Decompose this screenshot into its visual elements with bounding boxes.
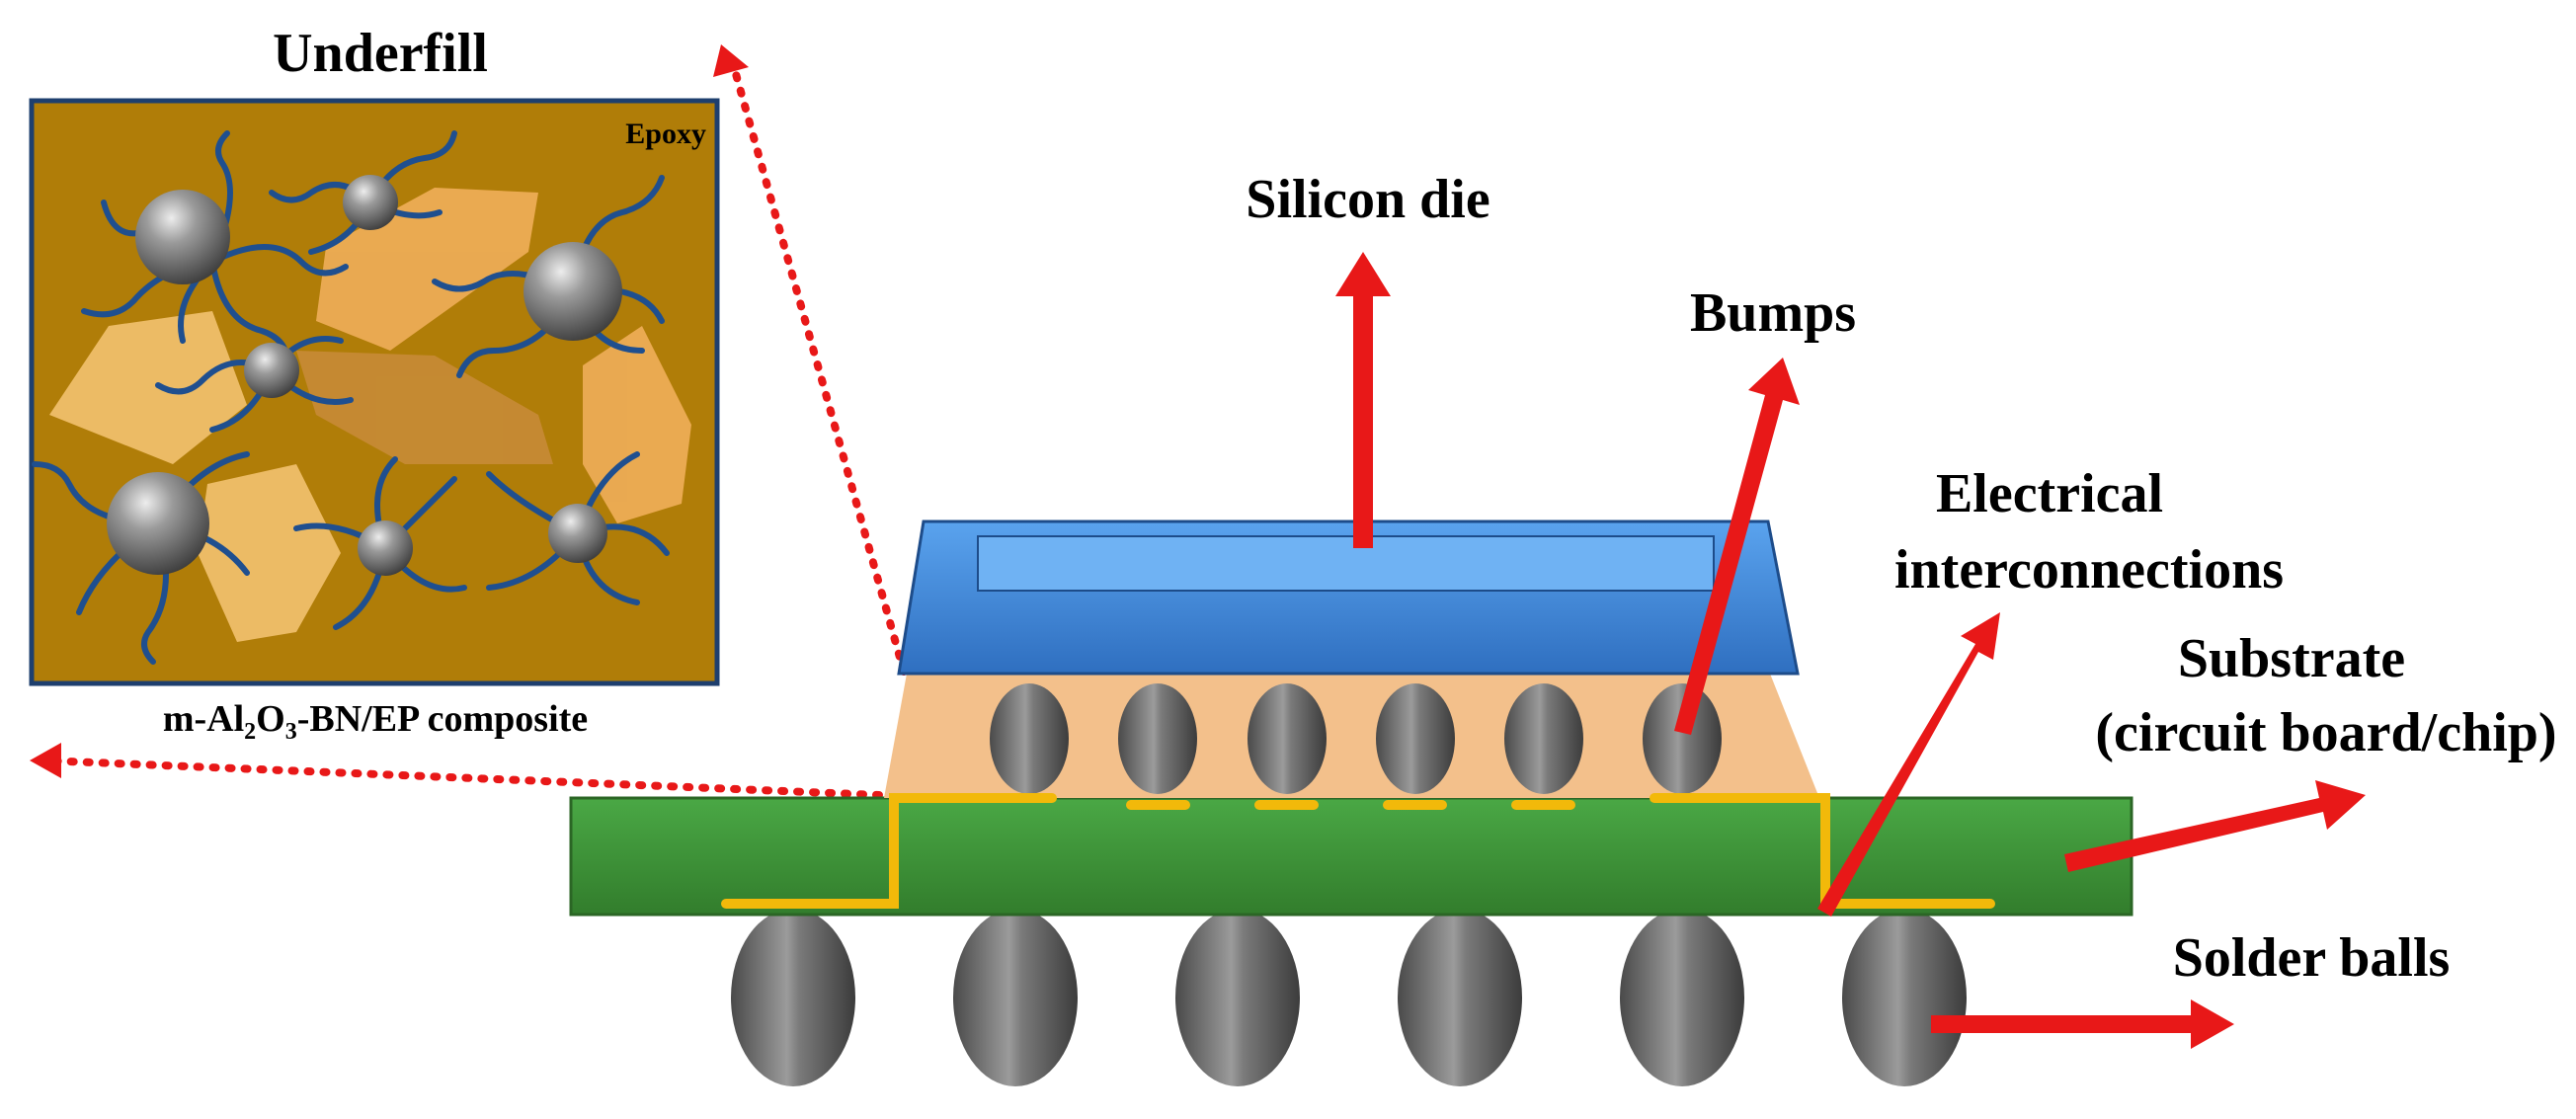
silicon-die xyxy=(897,520,1800,676)
bn-flake xyxy=(296,351,553,464)
label-silicon-die: Silicon die xyxy=(1246,169,1489,230)
solder-ball xyxy=(1175,909,1300,1086)
label-arrows xyxy=(1335,252,2366,1049)
label-solder-balls: Solder balls xyxy=(2173,927,2451,989)
bump xyxy=(1248,683,1327,794)
label-bumps: Bumps xyxy=(1690,282,1856,344)
callout-line-bottom xyxy=(40,757,883,799)
caption-sub-2: 2 xyxy=(244,719,256,745)
solder-ball xyxy=(731,909,855,1086)
arrow-substrate xyxy=(2064,780,2366,872)
bn-flake xyxy=(49,311,247,464)
bump xyxy=(990,683,1069,794)
caption-part: -BN/EP composite xyxy=(297,698,588,740)
underfill-title: Underfill xyxy=(273,23,488,84)
arrow-electrical xyxy=(1817,612,2000,917)
caption-sub-3: 3 xyxy=(285,719,297,745)
composite-caption: m-Al2O3-BN/EP composite xyxy=(163,698,588,745)
alumina-sphere xyxy=(548,504,607,563)
bump xyxy=(1376,683,1455,794)
underfill xyxy=(884,674,1819,798)
bumps xyxy=(990,683,1722,794)
caption-part: m-Al xyxy=(163,698,244,740)
label-substrate-line2: (circuit board/chip) xyxy=(2095,702,2556,763)
substrate xyxy=(569,796,2133,917)
solder-ball xyxy=(1842,909,1967,1086)
arrow-silicon-die xyxy=(1335,252,1391,548)
trace-left xyxy=(721,793,1057,909)
ligand xyxy=(209,244,349,277)
solder-ball xyxy=(1620,909,1744,1086)
solder-ball xyxy=(953,909,1078,1086)
electrical-traces xyxy=(721,793,1995,909)
bump xyxy=(1504,683,1583,794)
callout-head-top xyxy=(713,44,749,77)
callout-line-top xyxy=(725,45,908,676)
label-electrical-line1: Electrical xyxy=(1936,463,2163,524)
alumina-sphere xyxy=(523,242,622,341)
bump xyxy=(1118,683,1197,794)
alumina-sphere xyxy=(343,175,398,230)
trace-right xyxy=(1650,793,1995,909)
die-top-face xyxy=(977,535,1715,592)
alumina-sphere xyxy=(358,520,413,576)
solder-ball xyxy=(1398,909,1522,1086)
callout-head-bottom xyxy=(30,743,61,778)
alumina-sphere xyxy=(244,343,299,398)
label-electrical-line2: interconnections xyxy=(1894,539,2284,600)
alumina-spheres xyxy=(107,175,622,576)
zoom-callout xyxy=(40,45,908,799)
arrow-solder-balls xyxy=(1931,999,2234,1049)
arrow-bumps xyxy=(1674,358,1800,735)
bn-flake xyxy=(198,464,341,642)
epoxy-label: Epoxy xyxy=(625,118,706,150)
alumina-sphere xyxy=(135,190,230,284)
composite-inset: Epoxy xyxy=(29,98,720,745)
alumina-sphere xyxy=(107,472,209,575)
label-substrate-line1: Substrate xyxy=(2178,628,2405,689)
bump xyxy=(1643,683,1722,794)
caption-part: O xyxy=(256,698,285,740)
solder-balls xyxy=(731,909,1967,1086)
